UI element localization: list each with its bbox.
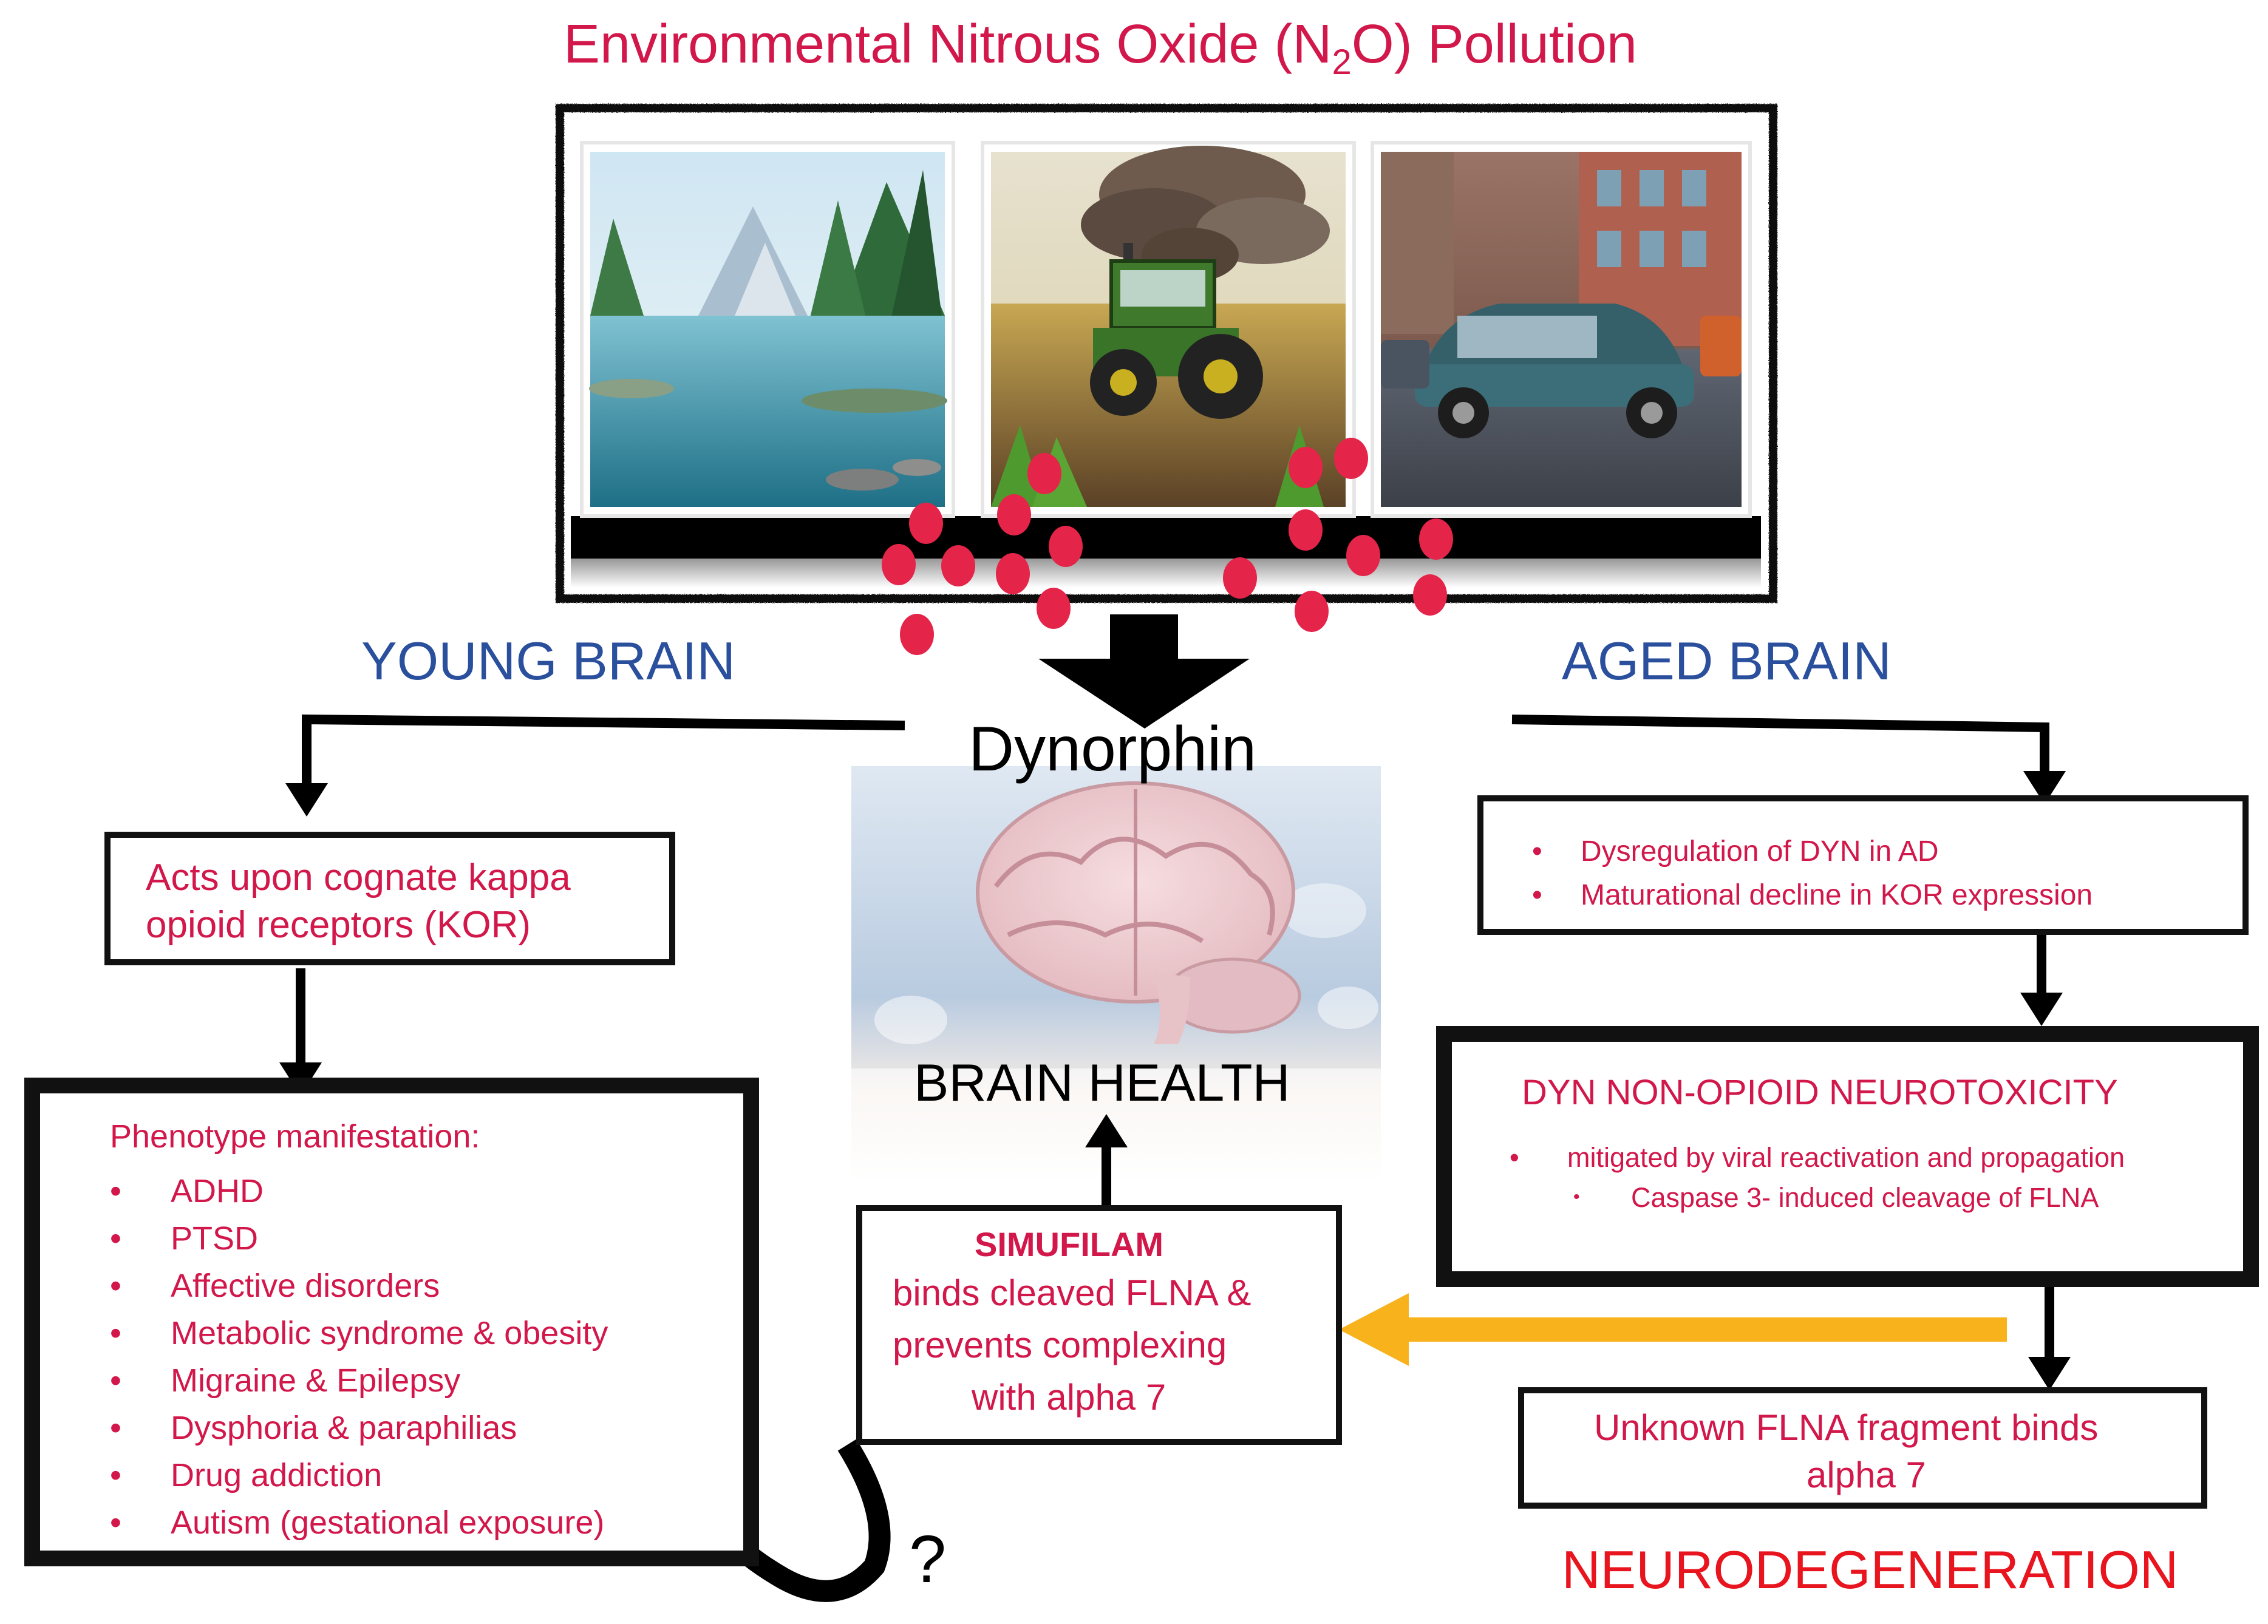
kor-box: Acts upon cognate kappa opioid receptors… <box>104 832 675 965</box>
list-item: Migraine & Epilepsy <box>110 1362 608 1409</box>
dynorphin-label: Dynorphin <box>969 714 1257 784</box>
gold-arrow <box>1339 1293 2007 1366</box>
phenotype-heading: Phenotype manifestation: <box>110 1118 480 1155</box>
young-brain-label: YOUNG BRAIN <box>361 631 736 691</box>
tractor-emission-scene <box>981 141 1356 518</box>
page-title: Environmental Nitrous Oxide (N2O) Pollut… <box>564 13 1637 83</box>
kor-line-1: Acts upon cognate kappa <box>146 857 571 899</box>
title-prefix: Environmental Nitrous Oxide (N <box>564 14 1332 75</box>
simufilam-name: SIMUFILAM <box>975 1225 1164 1263</box>
list-item: Drug addiction <box>110 1456 608 1504</box>
lake-forest-scene <box>580 141 955 518</box>
list-item: Dysphoria & paraphilias <box>110 1409 608 1456</box>
arrow-heads <box>279 771 2071 1390</box>
list-item: Maturational decline in KOR expression <box>1532 878 2093 922</box>
flna-line-1: Unknown FLNA fragment binds <box>1594 1407 2099 1448</box>
list-item: Affective disorders <box>110 1267 608 1314</box>
car-traffic-scene <box>1371 141 1752 518</box>
title-suffix: O) Pollution <box>1351 14 1637 75</box>
list-item: Caspase 3- induced cleavage of FLNA <box>1573 1182 2125 1222</box>
list-item: mitigated by viral reactivation and prop… <box>1510 1142 2125 1182</box>
phenotype-box: Phenotype manifestation: ADHD PTSD Affec… <box>24 1078 759 1566</box>
flna-box: Unknown FLNA fragment binds alpha 7 <box>1518 1387 2207 1509</box>
flow-connectors <box>296 714 2054 1363</box>
list-item: Dysregulation of DYN in AD <box>1532 835 2093 878</box>
brain-health-label: BRAIN HEALTH <box>914 1054 1290 1112</box>
question-mark: ? <box>909 1522 947 1597</box>
simufilam-box: SIMUFILAM binds cleaved FLNA & prevents … <box>856 1205 1342 1445</box>
phenotype-list: ADHD PTSD Affective disorders Metabolic … <box>110 1172 608 1551</box>
simufilam-line-1: binds cleaved FLNA & <box>893 1272 1251 1313</box>
simufilam-line-2: prevents complexing <box>893 1325 1227 1365</box>
flna-line-2: alpha 7 <box>1807 1455 1926 1495</box>
neurotoxicity-list: mitigated by viral reactivation and prop… <box>1510 1142 2125 1222</box>
list-item: Autism (gestational exposure) <box>110 1504 608 1551</box>
big-down-arrow <box>1038 614 1250 729</box>
list-item: PTSD <box>110 1220 608 1267</box>
list-item: Metabolic syndrome & obesity <box>110 1314 608 1362</box>
brain-image <box>851 766 1381 1185</box>
neurodegeneration-label: NEURODEGENERATION <box>1562 1540 2179 1600</box>
list-item: ADHD <box>110 1172 608 1220</box>
neurotoxicity-box: DYN NON-OPIOID NEUROTOXICITY mitigated b… <box>1436 1026 2259 1287</box>
kor-line-2: opioid receptors (KOR) <box>146 904 531 946</box>
n2o-molecules <box>882 438 1453 655</box>
dysregulation-list: Dysregulation of DYN in AD Maturational … <box>1532 835 2093 922</box>
dysregulation-box: Dysregulation of DYN in AD Maturational … <box>1477 795 2249 935</box>
simufilam-line-3: with alpha 7 <box>972 1377 1166 1418</box>
title-subscript: 2 <box>1332 42 1352 82</box>
neurotoxicity-heading: DYN NON-OPIOID NEUROTOXICITY <box>1522 1073 2118 1112</box>
aged-brain-label: AGED BRAIN <box>1562 631 1892 691</box>
